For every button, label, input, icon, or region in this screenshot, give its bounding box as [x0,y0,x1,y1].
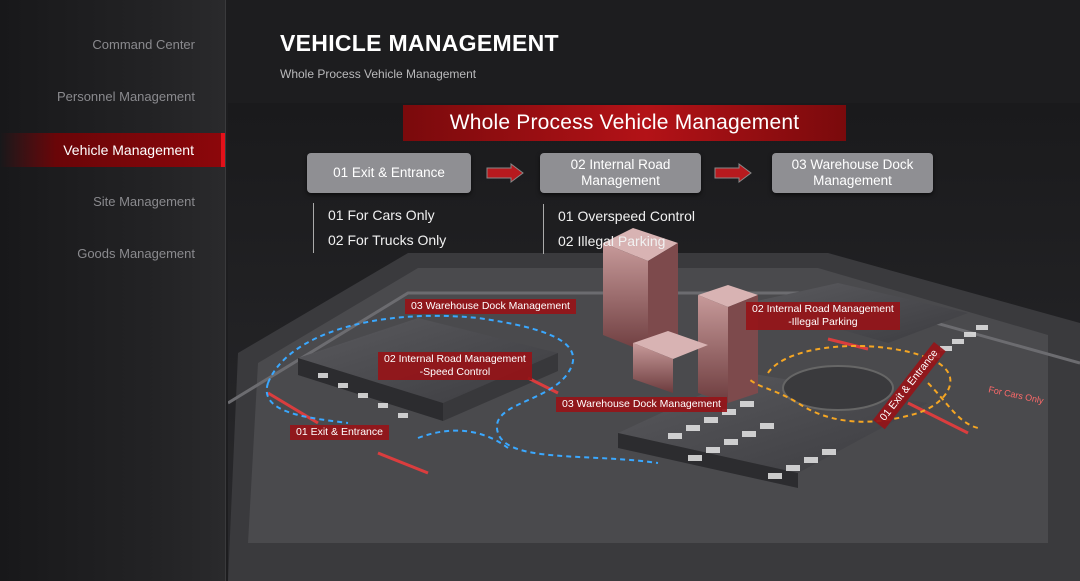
page-header: VEHICLE MANAGEMENT Whole Process Vehicle… [280,30,559,81]
round-plaza [782,365,894,411]
warehouse-left-wall [298,358,443,421]
vehicle-route-blue [267,314,659,464]
warehouse-center-wall [618,433,798,488]
sidebar-item-goods-management[interactable]: Goods Management [77,246,195,261]
detail-cars-only: 01 For Cars Only [328,207,435,223]
map-label-warehouse-dock-center: 03 Warehouse Dock Management [556,397,727,412]
page-title: VEHICLE MANAGEMENT [280,30,559,56]
sidebar-item-personnel-management[interactable]: Personnel Management [56,89,195,104]
vehicle-route-blue-2 [265,382,349,424]
map-label-internal-road-parking-line2: -Illegal Parking [788,316,858,328]
step-exit-entrance-label: 01 Exit & Entrance [333,165,445,180]
office-low-front [633,343,673,393]
map-label-exit-entrance-left: 01 Exit & Entrance [290,425,389,440]
detail-overspeed-control: 01 Overspeed Control [558,208,695,224]
detail-illegal-parking: 02 Illegal Parking [558,233,666,249]
office-low-roof [633,331,708,359]
map-label-internal-road-parking: 02 Internal Road Management -Illegal Par… [746,302,900,330]
step-warehouse-dock-line2: Management [813,173,892,188]
page-subtitle: Whole Process Vehicle Management [280,67,477,81]
office-tower-front [603,243,648,353]
vehicle-route-blue-3 [417,429,509,449]
office-tower-side [648,243,678,353]
map-label-internal-road-speed-line2: -Speed Control [419,366,491,378]
office-block-roof [698,285,758,307]
sidebar: Command Center Personnel Management Vehi… [0,0,226,581]
step-internal-road-line2: Management [581,173,660,188]
arrow-right-icon [714,163,752,183]
step-internal-road[interactable]: 02 Internal Road Management [540,153,701,193]
office-tower-roof [603,228,678,261]
parking-vehicles [318,325,988,479]
vehicle-route-orange [747,345,952,423]
sidebar-item-command-center[interactable]: Command Center [92,37,195,52]
map-label-internal-road-parking-line1: 02 Internal Road Management [752,303,894,315]
vehicle-route-orange-2 [927,382,979,429]
map-label-internal-road-speed-line1: 02 Internal Road Management [384,353,526,365]
step-warehouse-dock[interactable]: 03 Warehouse Dock Management [772,153,933,193]
map-label-internal-road-speed: 02 Internal Road Management -Speed Contr… [378,352,532,380]
traffic-light-trails [267,337,969,475]
arrow-right-icon [486,163,524,183]
internal-road-details: 01 Overspeed Control 02 Illegal Parking [543,204,695,254]
step-internal-road-line1: 02 Internal Road [570,157,671,172]
sidebar-item-site-management[interactable]: Site Management [93,194,195,209]
map-label-warehouse-dock-top: 03 Warehouse Dock Management [405,299,576,314]
step-exit-entrance[interactable]: 01 Exit & Entrance [307,153,471,193]
office-block-front [698,295,728,403]
step-warehouse-dock-line1: 03 Warehouse Dock [791,157,914,172]
process-banner: Whole Process Vehicle Management [403,105,846,141]
exit-entrance-details: 01 For Cars Only 02 For Trucks Only [313,203,446,253]
sidebar-item-vehicle-management[interactable]: Vehicle Management [0,133,225,167]
detail-trucks-only: 02 For Trucks Only [328,232,447,248]
